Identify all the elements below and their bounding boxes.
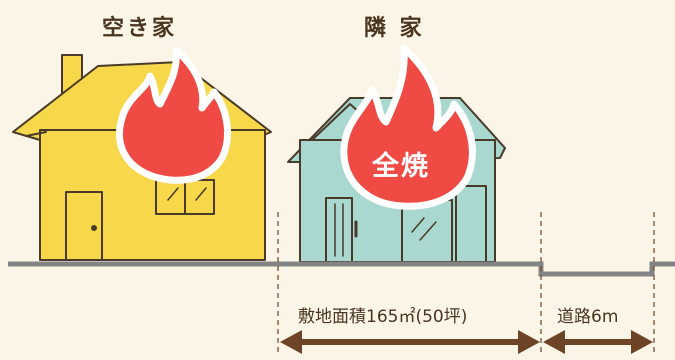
boundary-guides xyxy=(277,212,655,354)
burn-status-label: 全焼 xyxy=(372,151,430,182)
fire-icon xyxy=(115,46,231,184)
ground-line xyxy=(8,261,675,277)
lot-area-label: 敷地面積165㎡(50坪) xyxy=(294,302,472,327)
vacant-house-label: 空き家 xyxy=(102,16,178,41)
road-width-label: 道路6m xyxy=(553,302,623,327)
double-arrow-icon xyxy=(280,330,540,354)
double-arrow-icon xyxy=(543,330,653,354)
neighbor-house-label: 隣 家 xyxy=(364,16,425,41)
fire-icon xyxy=(340,44,476,210)
